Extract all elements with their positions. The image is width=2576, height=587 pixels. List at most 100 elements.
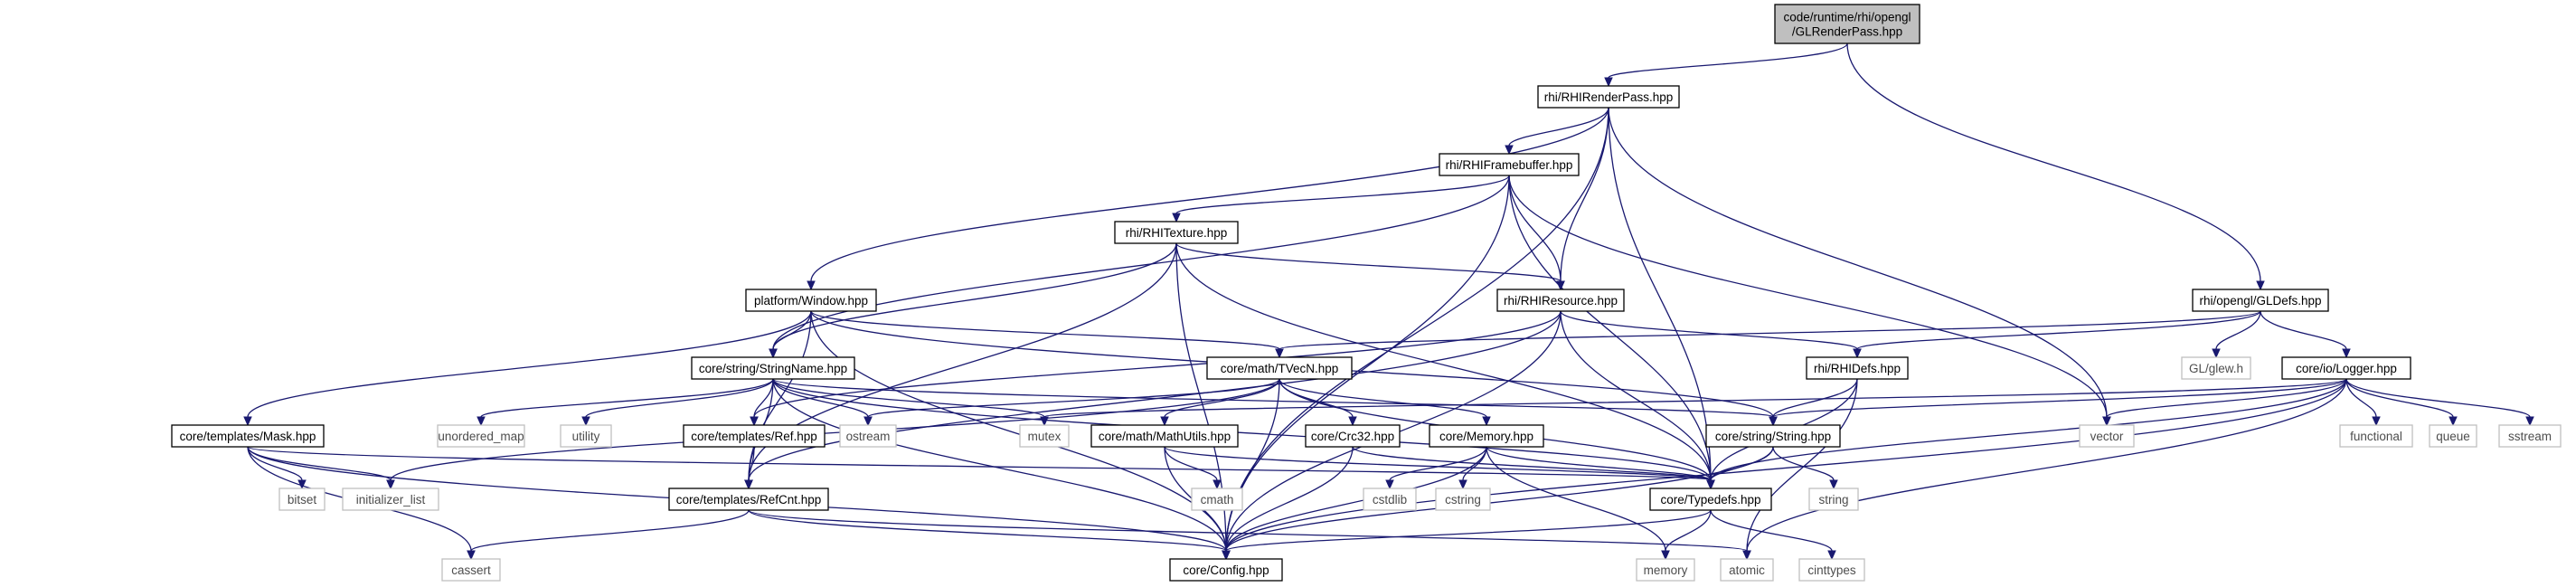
arrowhead-icon — [1827, 550, 1836, 561]
node-rhidefs[interactable]: rhi/RHIDefs.hpp — [1806, 356, 1909, 380]
edge-line — [1225, 446, 1354, 552]
node-string_hpp[interactable]: core/string/String.hpp — [1705, 424, 1841, 448]
edge-logger-to-sstream — [2345, 378, 2534, 427]
edge-line — [2345, 378, 2531, 418]
arrowhead-icon — [1556, 280, 1565, 291]
edge-tvecn-to-memory_hpp — [1279, 378, 1491, 427]
node-mask[interactable]: core/templates/Mask.hpp — [171, 424, 325, 448]
node-refcnt[interactable]: core/templates/RefCnt.hpp — [668, 488, 829, 511]
arrowhead-icon — [1604, 77, 1613, 88]
node-label: core/io/Logger.hpp — [2296, 362, 2397, 375]
node-typedefs[interactable]: core/Typedefs.hpp — [1649, 488, 1772, 511]
edge-root-to-gldefs — [1846, 43, 2265, 291]
node-memory_ext[interactable]: memory — [1636, 558, 1695, 582]
node-label: /GLRenderPass.hpp — [1792, 25, 1902, 39]
node-rhi_renderpass[interactable]: rhi/RHIRenderPass.hpp — [1537, 85, 1680, 109]
node-atomic[interactable]: atomic — [1720, 558, 1774, 582]
node-box — [1191, 488, 1243, 511]
edge-layer — [243, 43, 2534, 561]
edge-line — [1225, 378, 1280, 552]
arrowhead-icon — [2212, 348, 2221, 359]
node-memory_hpp[interactable]: core/Memory.hpp — [1429, 424, 1544, 448]
node-stringname[interactable]: core/string/StringName.hpp — [691, 356, 855, 380]
node-label: mutex — [1028, 430, 1062, 443]
edge-line — [1508, 175, 1712, 481]
node-initializer_list[interactable]: initializer_list — [342, 488, 439, 511]
node-label: utility — [572, 430, 600, 443]
node-label: string — [1818, 493, 1848, 507]
node-crc32[interactable]: core/Crc32.hpp — [1305, 424, 1401, 448]
node-label: rhi/RHIDefs.hpp — [1814, 362, 1901, 375]
node-label: core/Config.hpp — [1183, 563, 1269, 577]
node-queue[interactable]: queue — [2429, 424, 2477, 448]
edge-line — [390, 378, 1280, 481]
node-label: cmath — [1201, 493, 1234, 507]
arrowhead-icon — [2449, 416, 2458, 427]
node-rhi_framebuffer[interactable]: rhi/RHIFramebuffer.hpp — [1439, 153, 1580, 176]
node-mathutils[interactable]: core/math/MathUtils.hpp — [1090, 424, 1239, 448]
edge-line — [2345, 378, 2377, 418]
node-label: rhi/RHIResource.hpp — [1504, 294, 1618, 308]
arrowhead-icon — [1769, 416, 1778, 427]
node-gldefs[interactable]: rhi/opengl/GLDefs.hpp — [2192, 289, 2329, 312]
node-box — [1019, 424, 1070, 448]
node-config[interactable]: core/Config.hpp — [1169, 558, 1283, 582]
node-sstream[interactable]: sstream — [2498, 424, 2562, 448]
node-unordered_map[interactable]: unordered_map — [437, 424, 525, 448]
arrowhead-icon — [2342, 348, 2351, 359]
node-box — [2429, 424, 2477, 448]
arrowhead-icon — [1213, 479, 1222, 490]
node-platform_window[interactable]: platform/Window.hpp — [745, 289, 877, 312]
node-rhi_texture[interactable]: rhi/RHITexture.hpp — [1114, 221, 1239, 244]
arrowhead-icon — [243, 416, 252, 427]
node-bitset[interactable]: bitset — [278, 488, 326, 511]
node-box — [839, 424, 897, 448]
node-cinttypes[interactable]: cinttypes — [1798, 558, 1865, 582]
edge-line — [1225, 446, 1774, 552]
node-ref[interactable]: core/templates/Ref.hpp — [683, 424, 826, 448]
edge-string_hpp-to-typedefs — [1706, 446, 1774, 490]
edge-line — [1560, 107, 1609, 282]
node-glew[interactable]: GL/glew.h — [2181, 356, 2251, 380]
node-logger[interactable]: core/io/Logger.hpp — [2281, 356, 2411, 380]
node-cassert[interactable]: cassert — [441, 558, 501, 582]
node-ostream[interactable]: ostream — [839, 424, 897, 448]
node-label: core/string/String.hpp — [1715, 430, 1831, 443]
node-label: cstdlib — [1373, 493, 1407, 507]
edge-line — [810, 107, 1609, 282]
node-box — [1806, 356, 1909, 380]
node-box — [2192, 289, 2329, 312]
node-box — [2498, 424, 2562, 448]
edge-line — [772, 310, 812, 350]
edge-line — [772, 378, 1045, 418]
node-box — [171, 424, 325, 448]
node-root[interactable]: code/runtime/rhi/opengl/GLRenderPass.hpp — [1774, 4, 1920, 44]
node-cstring[interactable]: cstring — [1435, 488, 1491, 511]
edge-root-to-rhi_renderpass — [1604, 43, 1848, 88]
node-label: cassert — [451, 563, 491, 577]
node-functional[interactable]: functional — [2339, 424, 2413, 448]
edge-gldefs-to-glew — [2212, 310, 2261, 359]
edge-logger-to-mutex — [1040, 378, 2347, 427]
node-cmath[interactable]: cmath — [1191, 488, 1243, 511]
edge-line — [810, 310, 1227, 552]
arrowhead-icon — [1458, 479, 1467, 490]
edge-line — [1175, 175, 1510, 214]
node-tvecn[interactable]: core/math/TVecN.hpp — [1206, 356, 1353, 380]
node-cstdlib[interactable]: cstdlib — [1363, 488, 1417, 511]
edge-typedefs-to-cinttypes — [1710, 509, 1836, 561]
node-box — [1429, 424, 1544, 448]
arrowhead-icon — [1829, 479, 1838, 490]
node-utility[interactable]: utility — [560, 424, 612, 448]
node-label: core/string/StringName.hpp — [699, 362, 847, 375]
node-rhi_resource[interactable]: rhi/RHIResource.hpp — [1496, 289, 1625, 312]
edge-logger-to-vector — [2102, 378, 2347, 427]
node-string_ext[interactable]: string — [1808, 488, 1859, 511]
arrowhead-icon — [1482, 416, 1491, 427]
node-mutex[interactable]: mutex — [1019, 424, 1070, 448]
edge-logger-to-queue — [2345, 378, 2458, 427]
node-label: core/templates/RefCnt.hpp — [676, 493, 822, 507]
node-label: core/Memory.hpp — [1439, 430, 1533, 443]
edge-gldefs-to-logger — [2260, 310, 2351, 359]
node-vector[interactable]: vector — [2079, 424, 2135, 448]
